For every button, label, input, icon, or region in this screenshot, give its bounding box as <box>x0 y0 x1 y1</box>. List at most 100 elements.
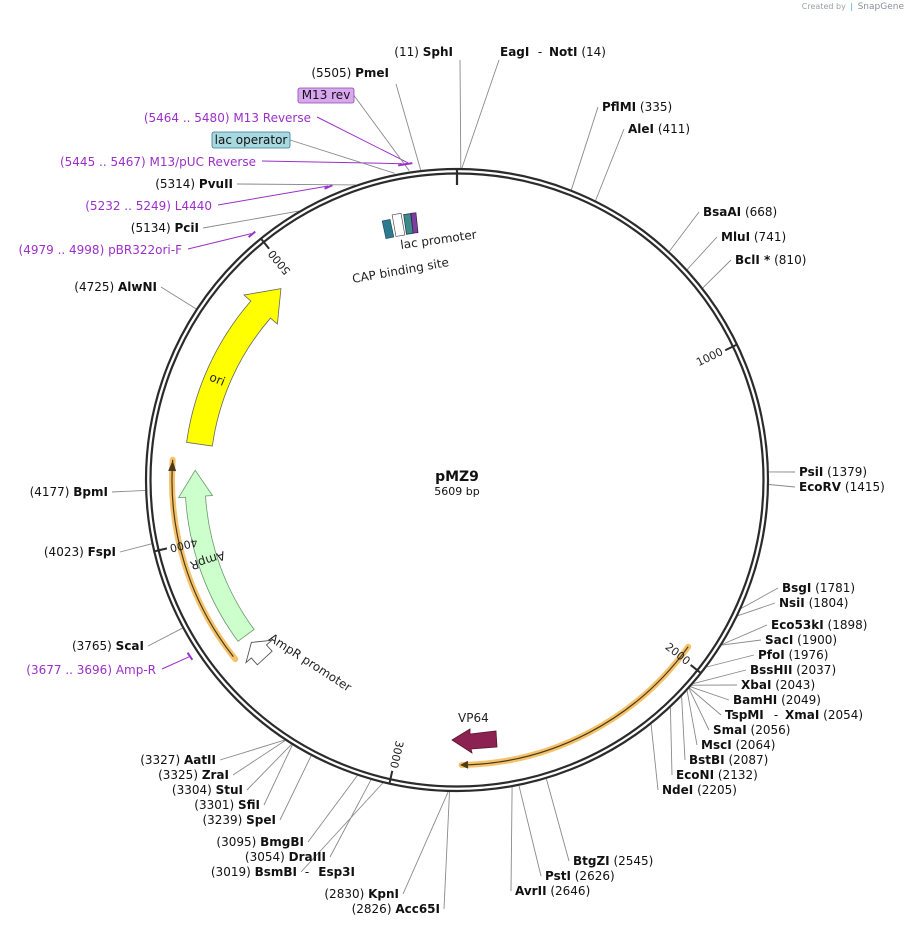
leader-line-pflmi <box>570 106 599 190</box>
primer-name: Amp-R <box>116 663 156 677</box>
leader-line-pfoi <box>706 654 755 668</box>
enzyme-label-sphi: (11) SphI <box>394 45 453 59</box>
scale-tick-label: 1000 <box>694 345 725 369</box>
label-leader-lines <box>111 59 796 910</box>
enzyme-name: EcoRV <box>799 480 842 494</box>
leader-line-pvuii <box>236 183 356 186</box>
enzyme-name: SacI <box>765 633 793 647</box>
enzyme-label-stui: (3304) StuI <box>172 783 243 797</box>
primer-range: (5445 .. 5467) <box>60 155 150 169</box>
enzyme-label-mlui: MluI (741) <box>721 230 786 244</box>
scale-tick-label: 3000 <box>387 739 406 769</box>
enzyme-position: (5134) <box>131 221 175 235</box>
primer-mark-amp-r <box>186 652 194 661</box>
enzyme-position: (5314) <box>155 177 199 191</box>
enzyme-name: SfiI <box>238 798 260 812</box>
enzyme-label-bstbi: BstBI (2087) <box>689 753 768 767</box>
leader-line-nsii <box>737 602 776 617</box>
enzyme-name: BpmI <box>73 485 108 499</box>
enzyme-name: PmeI <box>355 66 389 80</box>
enzyme-position: (810) <box>770 253 806 267</box>
primer-name: pBR322ori-F <box>108 243 182 257</box>
enzyme-label-psii: PsiI (1379) <box>799 465 867 479</box>
enzyme-name: PfoI <box>758 648 785 662</box>
enzyme-position: (1379) <box>823 465 867 479</box>
feature-box-leader-lac-operator <box>289 139 395 174</box>
leader-line-alwni <box>160 286 197 310</box>
enzyme-position: (2646) <box>547 884 591 898</box>
plasmid-name: pMZ9 <box>435 469 479 485</box>
enzyme-label-nsii: NsiI (1804) <box>779 596 848 610</box>
leader-line-stui <box>246 744 292 791</box>
leader-line-bsshii <box>693 669 747 685</box>
enzyme-position: (2087) <box>725 753 769 767</box>
enzyme-position: (1804) <box>805 596 849 610</box>
primer-leader-amp-r <box>161 656 190 670</box>
leader-line-aatii <box>219 739 285 761</box>
ampr-orf-arrowhead <box>168 460 177 472</box>
leader-line-spei <box>279 755 312 821</box>
enzyme-name: XbaI <box>741 678 771 692</box>
enzyme-label-eco53ki: Eco53kI (1898) <box>771 618 867 632</box>
enzyme-pair-separator: - <box>774 708 778 722</box>
vp64-label: VP64 <box>458 711 489 725</box>
leader-line-pcii <box>202 210 299 229</box>
enzyme-label-bsshii: BssHII (2037) <box>750 663 836 677</box>
enzyme-position: (1976) <box>785 648 829 662</box>
leader-line-btgzi <box>545 778 570 862</box>
enzyme-label-econi: EcoNI (2132) <box>676 768 758 782</box>
enzyme-label-alei: AleI (411) <box>628 122 690 136</box>
enzyme-label-smai: SmaI (2056) <box>713 723 790 737</box>
enzyme-name: NsiI <box>779 596 805 610</box>
enzyme-label-msci: MscI (2064) <box>701 738 775 752</box>
enzyme-position: (411) <box>654 122 690 136</box>
enzyme-name: EagI <box>500 45 529 59</box>
enzyme-position: (2037) <box>792 663 836 677</box>
enzyme-position: (11) <box>394 45 422 59</box>
leader-line-ndei <box>650 724 659 791</box>
feature-box-label-m13-rev: M13 rev <box>302 88 351 102</box>
enzyme-label-eagi: EagI <box>500 45 529 59</box>
scale-tick-3000 <box>388 770 394 783</box>
enzyme-label-esp3i: Esp3I <box>318 865 355 879</box>
primer-range: (5232 .. 5249) <box>85 199 175 213</box>
enzyme-position: (4023) <box>44 545 88 559</box>
enzyme-position: (2830) <box>324 887 368 901</box>
leader-line-bpmi <box>111 489 146 493</box>
leader-line-sfii <box>263 744 293 806</box>
enzyme-label-bsaai: BsaAI (668) <box>703 205 777 219</box>
enzyme-position: (1898) <box>824 618 868 632</box>
enzyme-name: SmaI <box>713 723 747 737</box>
primer-range: (5464 .. 5480) <box>144 111 234 125</box>
feature-box-lac-operator <box>211 131 291 149</box>
enzyme-name: StuI <box>216 783 243 797</box>
primer-leader-m13-puc-reverse <box>261 160 403 165</box>
leader-line-sphi <box>459 59 462 169</box>
scale-tick-label: 4000 <box>168 535 198 554</box>
leader-line-bmgbi <box>307 775 358 843</box>
enzyme-position: (3325) <box>158 768 202 782</box>
enzyme-position: (1781) <box>811 581 855 595</box>
enzyme-position: (1415) <box>841 480 885 494</box>
leader-line-kpni <box>402 791 449 895</box>
enzyme-label-bcli: BclI * (810) <box>735 253 806 267</box>
lac-promoter-block <box>391 212 406 237</box>
enzyme-name: Eco53kI <box>771 618 824 632</box>
vp64-orf-arrowhead <box>460 760 469 769</box>
enzyme-name: BsmBI <box>255 865 297 879</box>
primer-range: (4979 .. 4998) <box>19 243 109 257</box>
enzyme-label-pflmi: PflMI (335) <box>602 100 672 114</box>
primer-label-m13-reverse: (5464 .. 5480) M13 Reverse <box>144 111 311 125</box>
enzyme-position: (3019) <box>211 865 255 879</box>
enzyme-name: BsgI <box>782 581 811 595</box>
enzyme-name: TspMI <box>725 708 764 722</box>
enzyme-label-avrii: AvrII (2646) <box>515 884 590 898</box>
primer-name: M13/pUC Reverse <box>150 155 257 169</box>
enzyme-position: (4725) <box>74 280 118 294</box>
primer-label-m13-puc-reverse: (5445 .. 5467) M13/pUC Reverse <box>60 155 256 169</box>
enzyme-label-xbai: XbaI (2043) <box>741 678 815 692</box>
enzyme-position: (668) <box>741 205 777 219</box>
enzyme-pair-separator: - <box>538 45 542 59</box>
